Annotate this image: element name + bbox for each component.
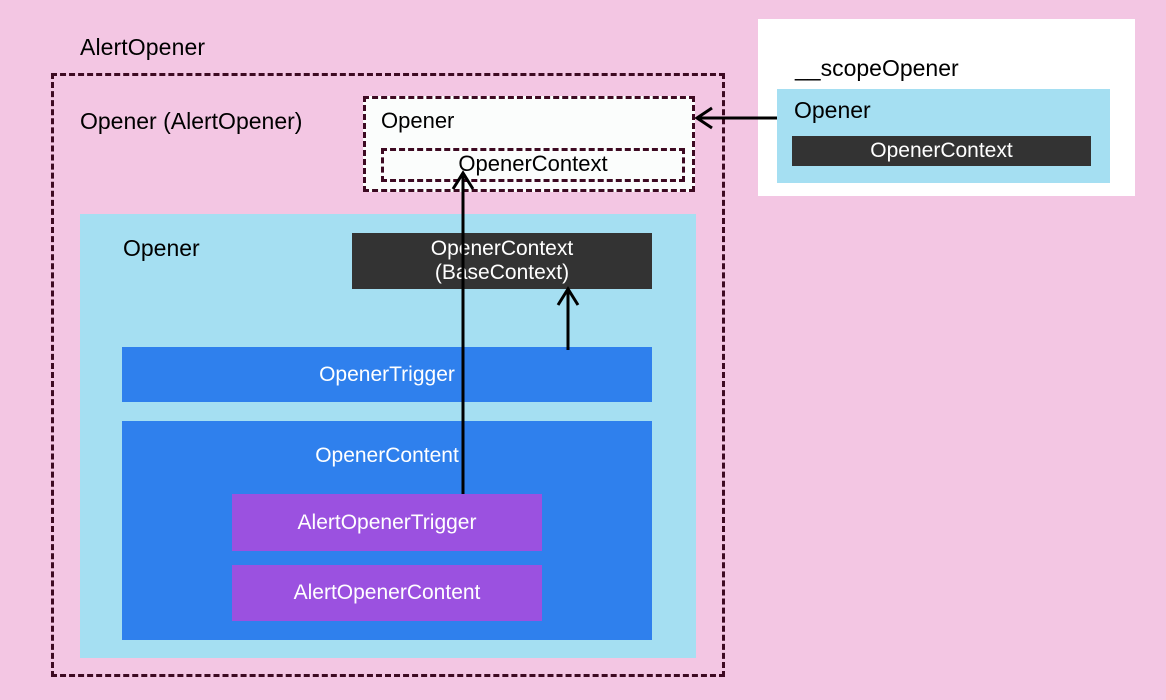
- scope-opener-box: __scopeOpener Opener OpenerContext: [758, 19, 1135, 196]
- root-title: AlertOpener: [80, 34, 206, 60]
- scope-opener-title: __scopeOpener: [795, 55, 959, 81]
- scope-opener-context-box: OpenerContext: [792, 136, 1091, 166]
- alert-opener-trigger-label: AlertOpenerTrigger: [297, 510, 477, 534]
- opener-context-line2: (BaseContext): [434, 261, 570, 284]
- opener-trigger-box: OpenerTrigger: [122, 347, 652, 402]
- scope-opener-context-label: OpenerContext: [870, 139, 1013, 162]
- context-provider-inner-box: OpenerContext: [381, 148, 685, 182]
- opener-content-label: OpenerContent: [315, 444, 459, 467]
- alert-opener-trigger-box: AlertOpenerTrigger: [232, 494, 542, 551]
- opener-context-line1: OpenerContext: [430, 237, 574, 261]
- opener-trigger-label: OpenerTrigger: [319, 362, 455, 386]
- context-provider-inner-label: OpenerContext: [458, 151, 608, 176]
- context-provider-box: Opener OpenerContext: [363, 96, 695, 192]
- outer-region-title: Opener (AlertOpener): [80, 108, 303, 134]
- opener-panel-title: Opener: [123, 235, 200, 261]
- alert-opener-content-label: AlertOpenerContent: [293, 581, 481, 604]
- scope-opener-inner-box: Opener OpenerContext: [777, 89, 1110, 183]
- context-provider-title: Opener: [381, 108, 455, 133]
- opener-context-basecontext-box: OpenerContext (BaseContext): [352, 233, 652, 289]
- scope-opener-inner-title: Opener: [794, 97, 871, 123]
- alert-opener-content-box: AlertOpenerContent: [232, 565, 542, 621]
- outer-dashed-region: [51, 73, 725, 677]
